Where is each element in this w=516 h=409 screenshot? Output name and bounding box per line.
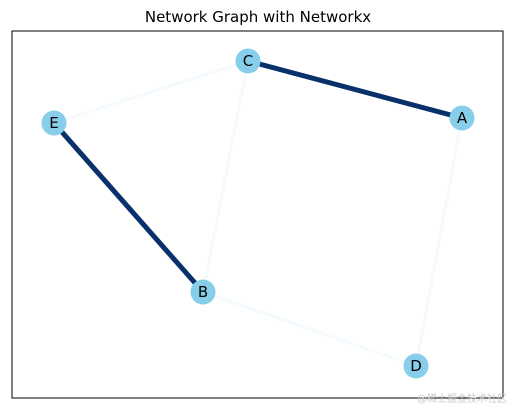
- edge-E-B: [52, 121, 205, 294]
- node-label: B: [198, 283, 208, 301]
- edge-C-B: [201, 60, 250, 293]
- node-label: C: [243, 52, 253, 70]
- node-circle: [449, 105, 475, 131]
- edge-C-A: [247, 58, 463, 121]
- node-D: D: [403, 353, 429, 379]
- node-label: D: [410, 357, 422, 375]
- edge-B-D: [202, 290, 417, 368]
- node-C: C: [235, 48, 261, 74]
- edge-E-C: [53, 59, 249, 125]
- edge-A-D: [414, 117, 464, 367]
- node-layer: A B C D E: [41, 48, 475, 379]
- plot-frame: [11, 30, 504, 399]
- figure-title: Network Graph with Networkx: [145, 8, 371, 26]
- watermark: @稀土掘金技术社区: [417, 392, 507, 405]
- node-label: E: [49, 114, 58, 132]
- node-circle: [41, 110, 67, 136]
- node-A: A: [449, 105, 475, 131]
- node-B: B: [190, 279, 216, 305]
- node-label: A: [457, 109, 468, 127]
- node-circle: [403, 353, 429, 379]
- node-circle: [235, 48, 261, 74]
- node-circle: [190, 279, 216, 305]
- node-E: E: [41, 110, 67, 136]
- edge-layer: [52, 58, 464, 368]
